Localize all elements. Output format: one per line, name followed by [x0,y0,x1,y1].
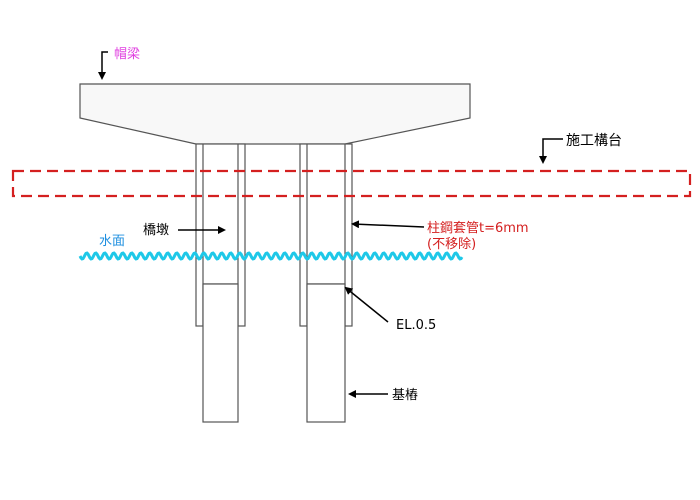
right-pile [306,283,346,423]
cap-beam [79,83,471,145]
pile-label: 基樁 [392,388,418,403]
elevation-label: EL.0.5 [396,318,436,333]
steel-casing-label: 柱鋼套管t=6mm [427,220,529,236]
not-removed-label: (不移除) [427,237,476,252]
pier-label: 橋墩 [143,223,169,238]
left-pile [202,283,239,423]
platform-arrow [539,138,563,164]
steel-casing-arrow [351,220,425,229]
cap-beam-arrow [98,51,108,80]
water-surface [78,251,464,261]
construction-platform [11,169,692,198]
cap-beam-label: 帽梁 [114,46,140,62]
elevation-arrow [344,286,389,323]
water-label: 水面 [99,234,125,249]
platform-label: 施工構台 [566,133,622,149]
